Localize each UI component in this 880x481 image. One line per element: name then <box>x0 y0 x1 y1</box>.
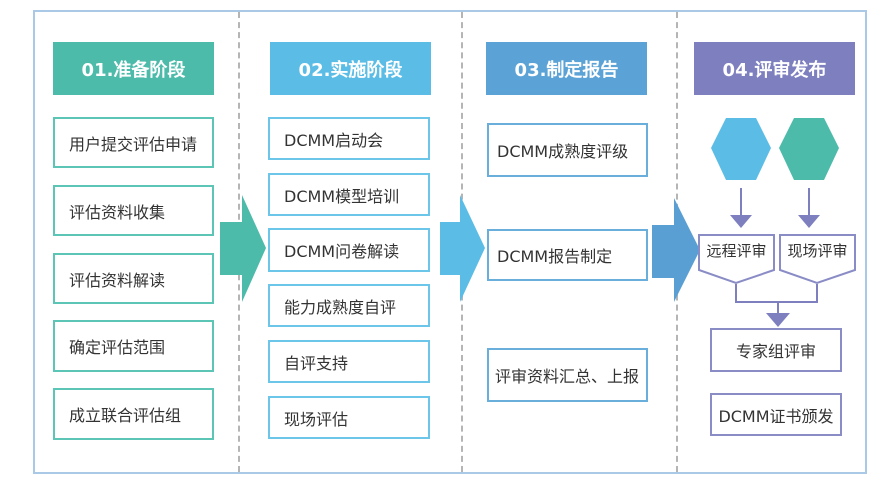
onsite-review-label: 现场评审 <box>787 242 848 260</box>
remote-review-shape <box>698 234 775 285</box>
step-box: 确定评估范围 <box>53 320 214 372</box>
onsite-review-shape <box>779 234 856 285</box>
step-box: DCMM启动会 <box>268 117 430 160</box>
step-box: DCMM模型培训 <box>268 173 430 216</box>
stage-header-publish: 04.评审发布 <box>694 42 855 95</box>
step-box: DCMM问卷解读 <box>268 228 430 272</box>
certificate-box: DCMM证书颁发 <box>710 393 842 436</box>
step-box: 评估资料收集 <box>53 185 214 236</box>
step-box: 自评支持 <box>268 340 430 383</box>
remote-review-label: 远程评审 <box>706 242 767 260</box>
step-box: 能力成熟度自评 <box>268 284 430 327</box>
hexagon-onsite-icon <box>779 118 839 180</box>
stage-header-implement: 02.实施阶段 <box>270 42 431 95</box>
stage-arrow-1 <box>220 195 266 302</box>
expert-review-box: 专家组评审 <box>710 328 842 372</box>
diagram-frame <box>33 10 867 474</box>
step-box: 成立联合评估组 <box>53 388 214 440</box>
hexagon-remote-icon <box>711 118 771 180</box>
step-box: DCMM成熟度评级 <box>487 123 648 177</box>
stage-header-prepare: 01.准备阶段 <box>53 42 214 95</box>
step-box: 评估资料解读 <box>53 253 214 304</box>
step-box: 评审资料汇总、上报 <box>487 348 648 402</box>
step-box: 用户提交评估申请 <box>53 117 214 168</box>
stage-arrow-2 <box>440 195 485 302</box>
stage-header-report: 03.制定报告 <box>486 42 647 95</box>
step-box: DCMM报告制定 <box>487 229 648 281</box>
step-box: 现场评估 <box>268 396 430 439</box>
stage-arrow-3 <box>652 198 700 302</box>
